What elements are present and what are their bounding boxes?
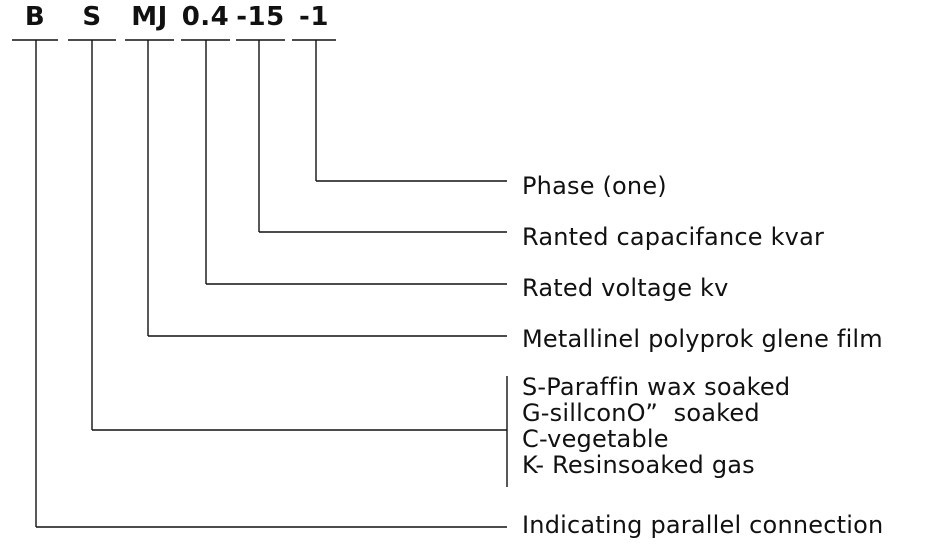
code-s: S bbox=[82, 2, 102, 32]
code-b: B bbox=[24, 2, 46, 32]
code-phase: -1 bbox=[299, 2, 329, 32]
desc-voltage: Rated voltage kv bbox=[522, 274, 729, 302]
desc-impregnant-k: K- Resinsoaked gas bbox=[522, 451, 755, 479]
desc-connection: Indicating parallel connection bbox=[522, 511, 884, 539]
desc-impregnant-g: G-sillconO” soaked bbox=[522, 399, 760, 427]
desc-impregnant-c: C-vegetable bbox=[522, 425, 669, 453]
desc-impregnant-list: S-Paraffin wax soaked G-sillconO” soaked… bbox=[522, 374, 790, 478]
desc-impregnant-s: S-Paraffin wax soaked bbox=[522, 373, 791, 401]
desc-phase: Phase (one) bbox=[522, 172, 667, 200]
code-voltage: 0.4 bbox=[181, 2, 230, 32]
code-mj: MJ bbox=[131, 2, 168, 32]
desc-film: Metallinel polyprok glene film bbox=[522, 325, 883, 353]
desc-capacitance: Ranted capacifance kvar bbox=[522, 223, 825, 251]
code-capacitance: -15 bbox=[236, 2, 285, 32]
